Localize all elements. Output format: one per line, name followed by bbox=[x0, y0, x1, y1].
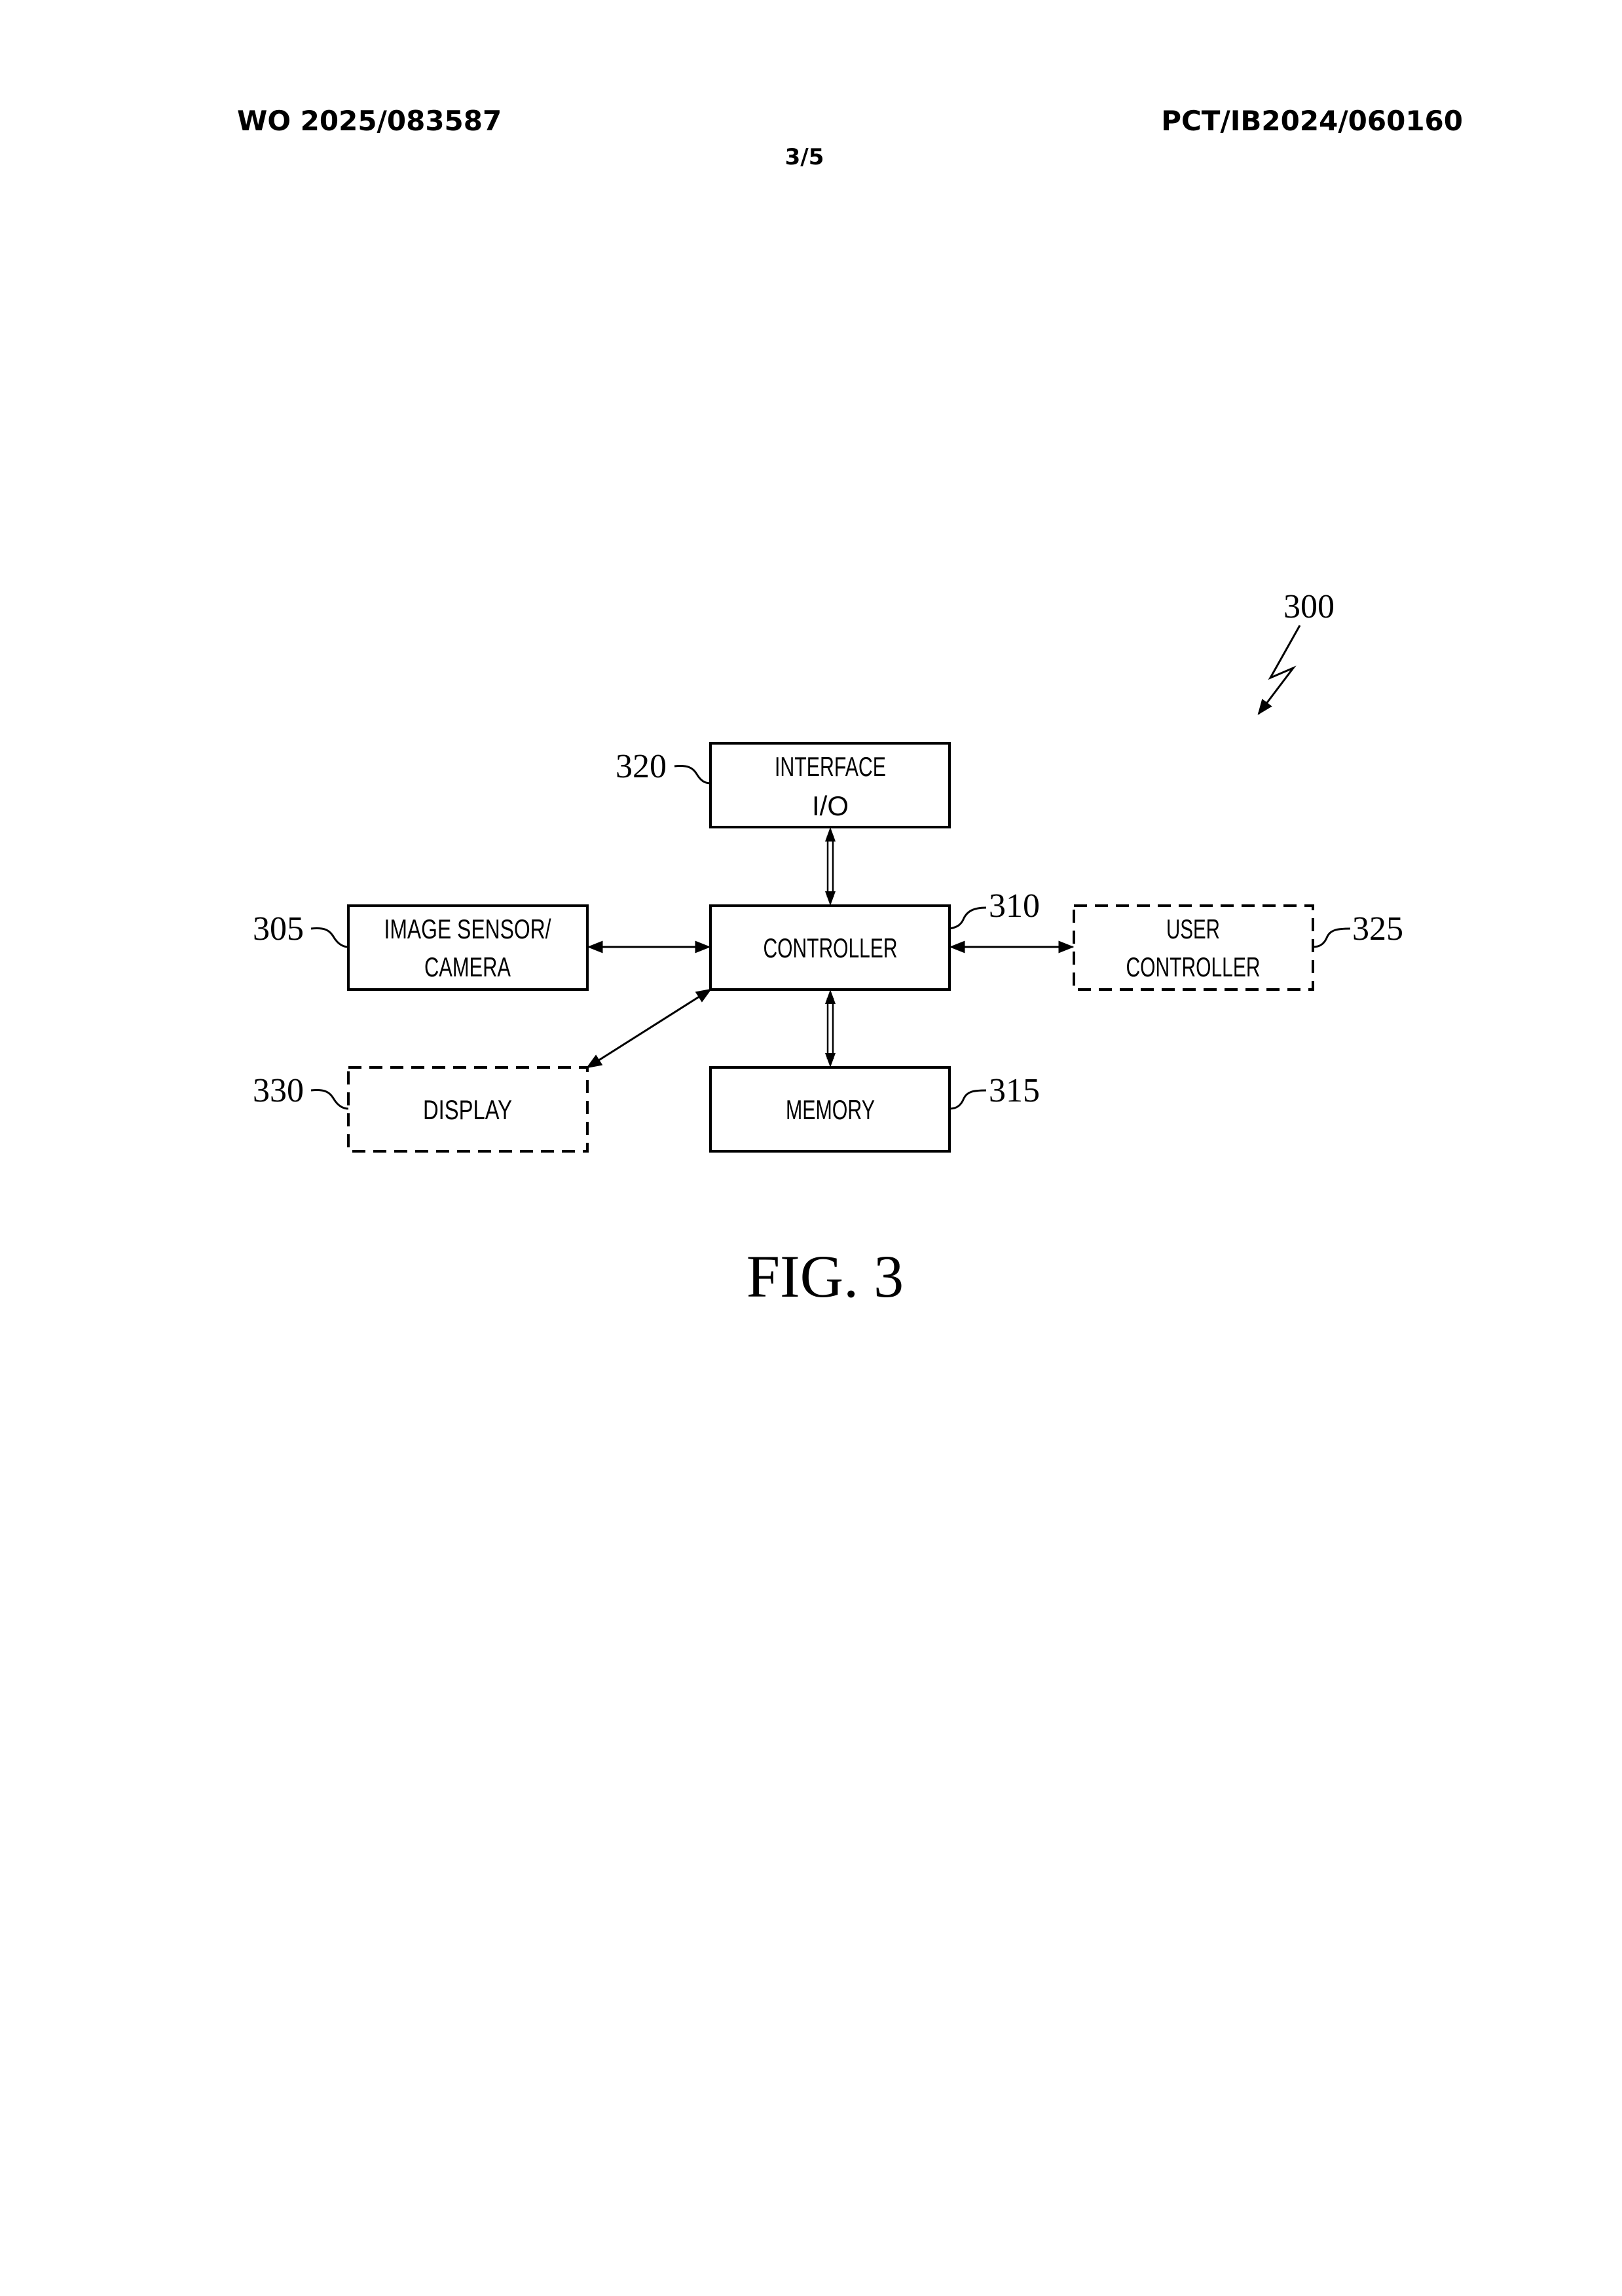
interface-io-block: INTERFACE I/O bbox=[710, 743, 949, 827]
display-label: DISPLAY bbox=[423, 1094, 512, 1125]
controller-display-connector bbox=[587, 990, 710, 1067]
interface-io-label-line1: INTERFACE bbox=[775, 751, 886, 782]
user-controller-label-line1: USER bbox=[1166, 914, 1220, 944]
display-ref-leader bbox=[311, 1090, 348, 1109]
interface-io-label-line2: I/O bbox=[812, 790, 849, 821]
interface-controller-connector bbox=[825, 827, 836, 906]
memory-ref-leader bbox=[949, 1090, 986, 1109]
user-controller-ref: 325 bbox=[1352, 910, 1403, 948]
figure-caption: FIG. 3 bbox=[746, 1243, 904, 1310]
controller-label: CONTROLLER bbox=[764, 933, 898, 963]
controller-memory-connector bbox=[825, 990, 836, 1067]
controller-ref-leader bbox=[949, 908, 986, 929]
controller-ref: 310 bbox=[989, 887, 1040, 925]
image-sensor-camera-block: IMAGE SENSOR/ CAMERA bbox=[348, 906, 587, 990]
user-controller-label-line2: CONTROLLER bbox=[1126, 952, 1261, 982]
memory-label: MEMORY bbox=[786, 1094, 875, 1125]
display-ref: 330 bbox=[253, 1072, 304, 1109]
memory-block: MEMORY bbox=[710, 1067, 949, 1151]
user-controller-block: USER CONTROLLER bbox=[1074, 906, 1313, 990]
interface-io-ref: 320 bbox=[616, 748, 667, 785]
system-ref-leader bbox=[1259, 625, 1300, 714]
interface-io-ref-leader bbox=[674, 766, 710, 784]
image-sensor-camera-label-line1: IMAGE SENSOR/ bbox=[384, 914, 551, 944]
display-block: DISPLAY bbox=[348, 1067, 587, 1151]
user-controller-ref-leader bbox=[1313, 929, 1350, 947]
image-sensor-camera-label-line2: CAMERA bbox=[424, 952, 511, 982]
image-sensor-camera-ref-leader bbox=[311, 929, 348, 948]
memory-ref: 315 bbox=[989, 1072, 1040, 1109]
system-ref-label: 300 bbox=[1283, 588, 1335, 625]
image-sensor-camera-ref: 305 bbox=[253, 910, 304, 948]
controller-block: CONTROLLER bbox=[710, 906, 949, 990]
